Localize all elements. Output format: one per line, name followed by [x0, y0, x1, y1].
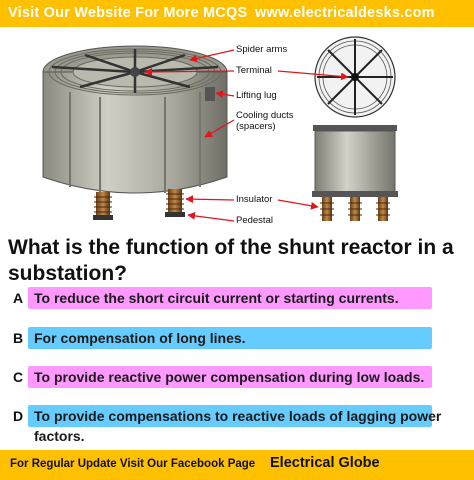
option-b-text: For compensation of long lines.	[34, 330, 246, 346]
option-a[interactable]: A To reduce the short circuit current or…	[8, 287, 432, 309]
option-d[interactable]: D To provide compensations to reactive l…	[8, 405, 441, 447]
website-url-link[interactable]: www.electricaldesks.com	[255, 5, 435, 21]
bottom-banner: For Regular Update Visit Our Facebook Pa…	[0, 450, 474, 480]
option-c[interactable]: C To provide reactive power compensation…	[8, 366, 432, 388]
label-cooling-ducts: Cooling ducts	[236, 110, 294, 121]
option-b[interactable]: B For compensation of long lines.	[8, 327, 432, 349]
option-a-bar[interactable]: To reduce the short circuit current or s…	[28, 287, 432, 309]
option-a-letter: A	[12, 290, 24, 306]
option-b-bar[interactable]: For compensation of long lines.	[28, 327, 432, 349]
arrow-insulator-left	[185, 195, 235, 204]
label-lifting-lug: Lifting lug	[236, 90, 277, 101]
label-spider-arms: Spider arms	[236, 44, 287, 55]
option-c-text: To provide reactive power compensation d…	[34, 369, 425, 385]
option-c-bar[interactable]: To provide reactive power compensation d…	[28, 366, 432, 388]
option-c-letter: C	[12, 369, 24, 385]
arrow-lifting-lug	[215, 90, 235, 99]
option-a-text: To reduce the short circuit current or s…	[34, 290, 399, 306]
facebook-promo-text: For Regular Update Visit Our Facebook Pa…	[10, 458, 256, 470]
option-d-letter: D	[12, 408, 24, 424]
website-promo-text: Visit Our Website For More MCQS	[8, 5, 248, 21]
arrow-pedestal	[187, 212, 235, 222]
option-d-text-line2: factors.	[34, 428, 85, 444]
top-banner: Visit Our Website For More MCQS www.elec…	[0, 0, 474, 27]
facebook-page-name[interactable]: Electrical Globe	[270, 455, 380, 471]
reactor-side-view	[312, 125, 398, 221]
label-pedestal: Pedestal	[236, 215, 273, 226]
arrow-insulator-right	[277, 199, 319, 210]
shunt-reactor-illustration: Spider arms Terminal Lifting lug Cooling…	[42, 36, 398, 226]
option-b-letter: B	[12, 330, 24, 346]
arrow-terminal-left	[144, 68, 235, 76]
arrow-cooling-ducts	[204, 119, 235, 138]
option-d-text-line1: To provide compensations to reactive loa…	[34, 408, 442, 424]
label-terminal: Terminal	[236, 65, 272, 76]
reactor-top-view	[314, 36, 396, 118]
question-text: What is the function of the shunt reacto…	[8, 236, 454, 285]
reactor-3d-view	[42, 45, 228, 220]
option-d-bar[interactable]: To provide compensations to reactive loa…	[28, 405, 441, 444]
label-insulator: Insulator	[236, 194, 272, 205]
arrow-spider-arms	[189, 49, 235, 63]
label-cooling-ducts-spacers: (spacers)	[236, 121, 276, 132]
arrow-terminal-right	[277, 70, 349, 81]
